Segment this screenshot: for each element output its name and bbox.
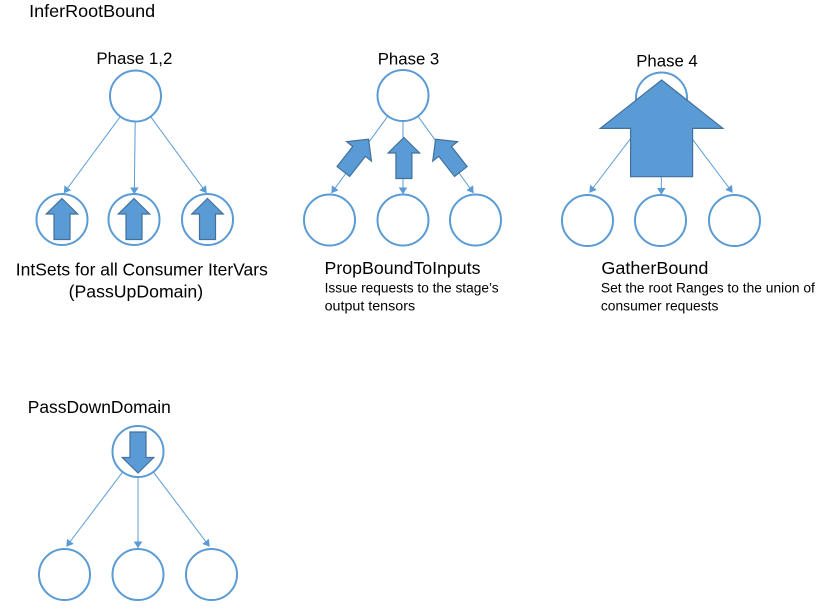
svg-text:Phase 1,2: Phase 1,2 — [96, 49, 172, 68]
svg-text:Phase 4: Phase 4 — [636, 51, 698, 70]
svg-text:Issue requests to the stage’s: Issue requests to the stage’s — [325, 281, 499, 296]
svg-text:GatherBound: GatherBound — [601, 258, 708, 278]
svg-text:Phase 3: Phase 3 — [378, 50, 440, 69]
svg-text:Set the root Ranges to the uni: Set the root Ranges to the union of — [601, 281, 815, 296]
svg-text:PassDownDomain: PassDownDomain — [28, 397, 171, 417]
svg-text:IntSets for all Consumer IterV: IntSets for all Consumer IterVars — [16, 259, 268, 279]
svg-text:consumer requests: consumer requests — [601, 298, 719, 313]
svg-text:output tensors: output tensors — [325, 298, 416, 313]
svg-text:(PassUpDomain): (PassUpDomain) — [69, 282, 204, 302]
svg-text:PropBoundToInputs: PropBoundToInputs — [325, 258, 481, 278]
svg-text:InferRootBound: InferRootBound — [29, 1, 155, 21]
